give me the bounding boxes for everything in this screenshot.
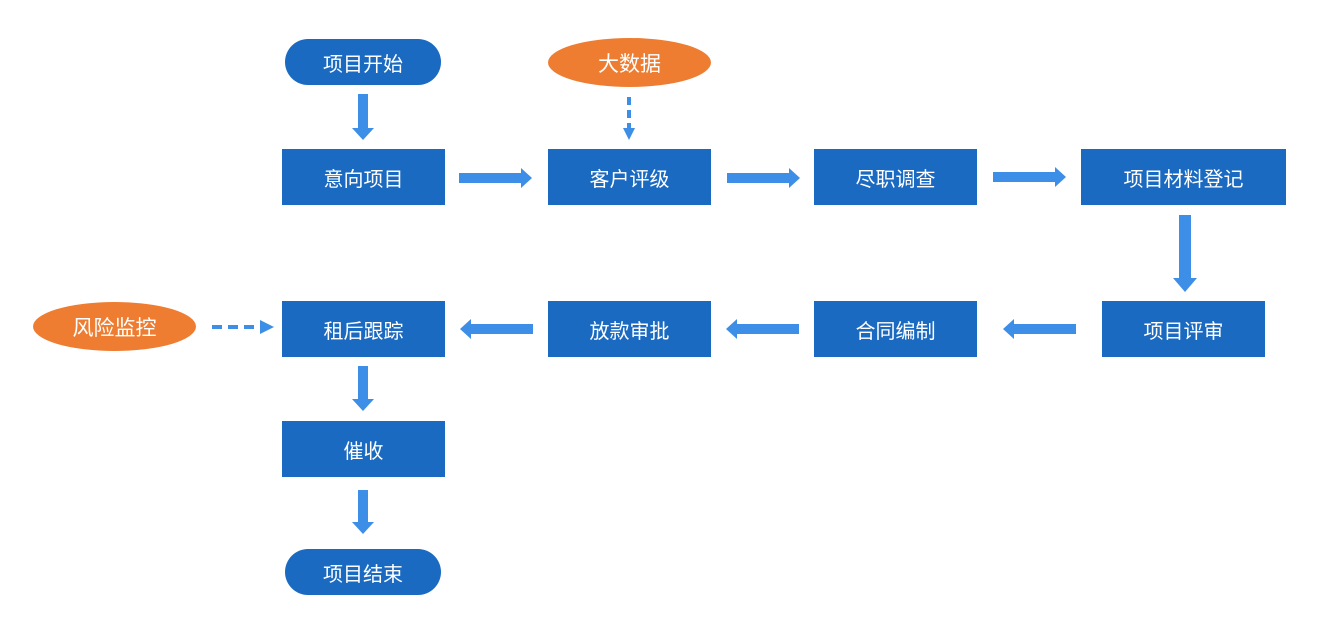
- loan-approval-label: 放款审批: [589, 318, 670, 343]
- intent-project-box: 意向项目: [282, 149, 445, 205]
- arrow-contract-to-loan: [726, 319, 799, 339]
- material-registration-label: 项目材料登记: [1123, 166, 1244, 191]
- start-label: 项目开始: [323, 51, 403, 76]
- arrow-start-to-intent: [352, 94, 374, 140]
- material-registration-box: 项目材料登记: [1081, 149, 1286, 205]
- risk-monitoring-source: 风险监控: [33, 302, 196, 351]
- project-review-label: 项目评审: [1143, 318, 1224, 343]
- customer-rating-label: 客户评级: [589, 166, 670, 191]
- arrow-review-to-contract: [1003, 319, 1076, 339]
- intent-project-label: 意向项目: [323, 166, 404, 191]
- arrow-intent-to-rating: [459, 168, 532, 188]
- start-node: 项目开始: [285, 39, 441, 85]
- arrow-rating-to-diligence: [727, 168, 800, 188]
- end-node: 项目结束: [285, 549, 441, 595]
- arrow-risk-to-tracking: [212, 320, 274, 334]
- contract-drafting-box: 合同编制: [814, 301, 977, 357]
- arrow-collection-to-end: [352, 490, 374, 534]
- post-lease-tracking-box: 租后跟踪: [282, 301, 445, 357]
- loan-approval-box: 放款审批: [548, 301, 711, 357]
- big-data-label: 大数据: [598, 51, 661, 76]
- risk-monitoring-label: 风险监控: [72, 315, 157, 340]
- big-data-source: 大数据: [548, 38, 711, 87]
- arrow-tracking-to-collection: [352, 366, 374, 411]
- end-label: 项目结束: [323, 561, 403, 586]
- customer-rating-box: 客户评级: [548, 149, 711, 205]
- due-diligence-label: 尽职调查: [855, 166, 936, 191]
- arrow-loan-to-tracking: [460, 319, 533, 339]
- due-diligence-box: 尽职调查: [814, 149, 977, 205]
- arrow-diligence-to-registration: [993, 167, 1066, 187]
- project-review-box: 项目评审: [1102, 301, 1265, 357]
- collection-label: 催收: [343, 438, 384, 463]
- arrow-registration-to-review: [1173, 215, 1197, 292]
- collection-box: 催收: [282, 421, 445, 477]
- contract-drafting-label: 合同编制: [855, 318, 936, 343]
- post-lease-tracking-label: 租后跟踪: [323, 318, 404, 343]
- arrow-bigdata-to-rating: [623, 97, 635, 140]
